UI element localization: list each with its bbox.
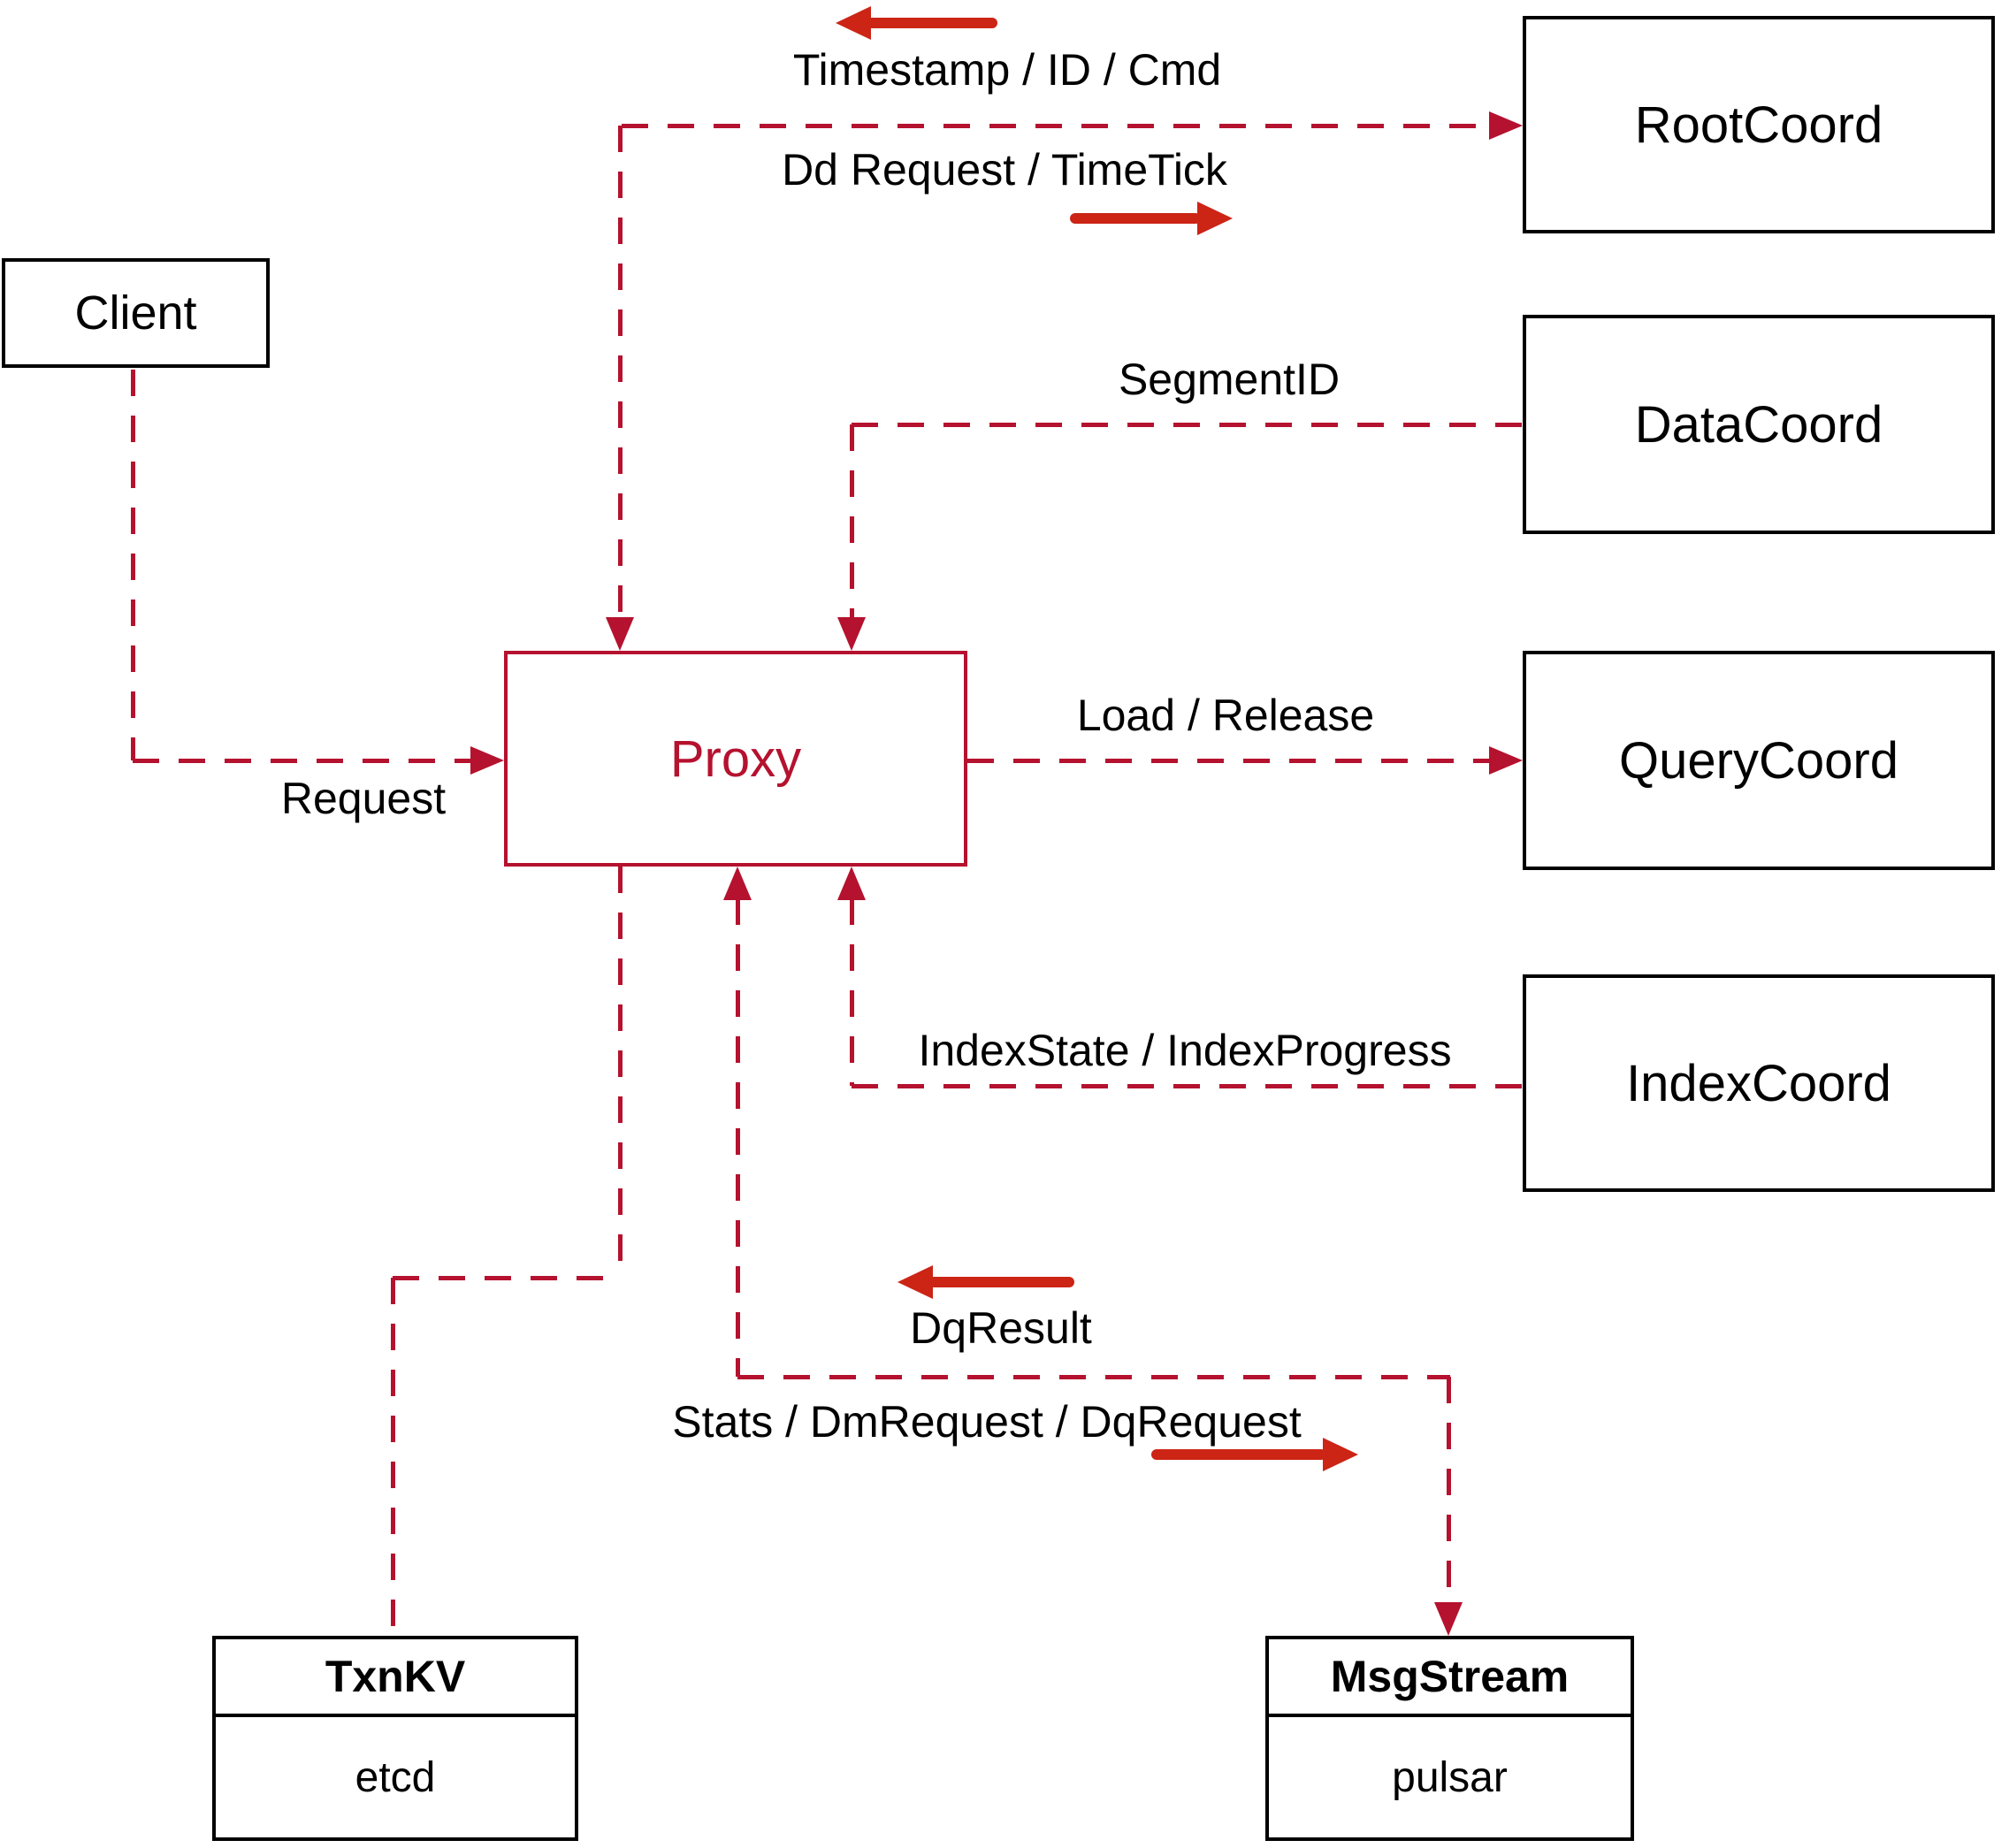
node-client-label: Client [74,286,197,340]
node-indexcoord-label: IndexCoord [1626,1054,1891,1112]
edge-datacoord-proxy-horizontal [852,423,1523,427]
direction-arrow-timestamp-left-head [836,6,871,40]
direction-arrow-stats-right-head [1323,1438,1358,1471]
arrowhead-into-proxy-top-left [606,617,634,651]
direction-arrow-dqresult-left-head [898,1265,933,1299]
edge-label-index-state: IndexState / IndexProgress [918,1026,1452,1075]
edge-proxy-txnkv-horizontal [393,1276,622,1280]
node-rootcoord-label: RootCoord [1634,95,1883,154]
edge-proxy-rootcoord-horizontal [622,124,1491,128]
edge-client-proxy-horizontal [133,759,472,763]
arrowhead-into-querycoord [1489,746,1523,775]
edge-label-timestamp: Timestamp / ID / Cmd [792,45,1222,95]
edge-proxy-txnkv-vertical-upper [618,867,623,1278]
edge-label-stats: Stats / DmRequest / DqRequest [672,1397,1302,1447]
edge-proxy-msgstream-vertical-right [1447,1377,1451,1602]
direction-arrow-timestamp-left-shaft [867,18,997,28]
node-rootcoord: RootCoord [1523,16,1995,233]
direction-arrow-dqresult-left-shaft [928,1277,1074,1287]
edge-proxy-msgstream-horizontal [737,1375,1450,1379]
node-querycoord-label: QueryCoord [1619,731,1898,790]
arrowhead-into-msgstream [1434,1602,1463,1636]
node-proxy: Proxy [504,651,967,867]
arrowhead-into-proxy-bottom-right [837,867,866,900]
node-msgstream-subtitle: pulsar [1392,1753,1508,1801]
edge-proxy-txnkv-vertical-lower [391,1278,395,1636]
edge-proxy-msgstream-vertical-left [736,898,740,1377]
arrowhead-into-rootcoord [1489,111,1523,140]
node-txnkv-title: TxnKV [216,1639,575,1717]
node-msgstream: MsgStream pulsar [1265,1636,1634,1841]
edge-proxy-querycoord-horizontal [967,759,1491,763]
node-querycoord: QueryCoord [1523,651,1995,870]
edge-indexcoord-proxy-vertical [850,898,854,1086]
node-txnkv-subtitle: etcd [355,1753,436,1801]
edge-rootcoord-proxy-vertical [618,126,623,621]
node-msgstream-title: MsgStream [1269,1639,1631,1717]
edge-label-load-release: Load / Release [1076,691,1375,740]
edge-client-proxy-vertical [131,370,135,760]
node-indexcoord: IndexCoord [1523,974,1995,1192]
edge-indexcoord-proxy-horizontal [852,1084,1523,1088]
arrowhead-into-proxy-left [470,746,504,775]
edge-label-dq-result: DqResult [910,1303,1092,1353]
edge-label-segment-id: SegmentID [1118,355,1341,404]
node-datacoord: DataCoord [1523,315,1995,534]
direction-arrow-stats-right-shaft [1151,1449,1326,1460]
arrowhead-into-proxy-bottom-middle [723,867,752,900]
node-proxy-label: Proxy [669,729,802,788]
node-datacoord-label: DataCoord [1634,395,1883,454]
node-client: Client [2,258,270,368]
direction-arrow-ddrequest-right-shaft [1070,213,1201,224]
edge-datacoord-proxy-vertical [850,424,854,621]
edge-label-request: Request [280,774,447,823]
node-txnkv: TxnKV etcd [212,1636,578,1841]
arrowhead-into-proxy-top-right [837,617,866,651]
direction-arrow-ddrequest-right-head [1197,202,1233,235]
edge-label-dd-request: Dd Request / TimeTick [782,145,1227,195]
